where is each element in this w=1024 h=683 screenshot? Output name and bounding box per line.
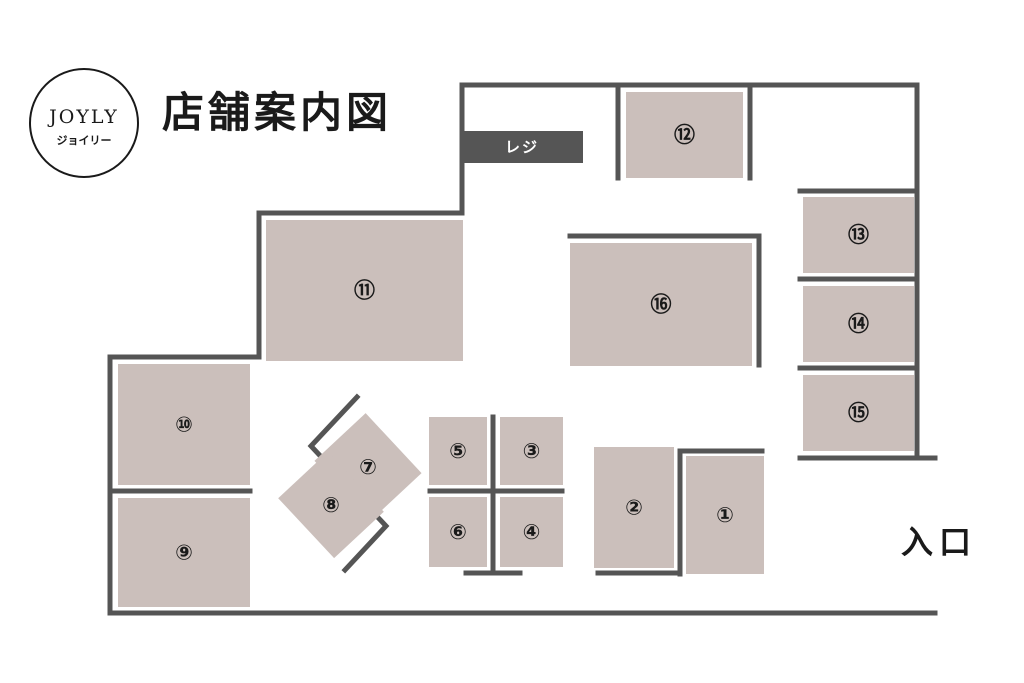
table-1-surface [686,456,764,574]
entrance-label: 入口 [901,523,978,561]
table-1: ① [686,456,764,574]
booth-1-2-wall [677,448,765,577]
table-5: ⑤ [429,417,487,485]
table-9: ⑨ [118,498,250,607]
table-8-surface [278,451,384,559]
table-6: ⑥ [429,497,487,567]
table-13-surface [803,197,914,273]
table-4-number: ④ [523,520,541,544]
booth-16-wall [567,233,762,368]
table-10-surface [118,364,250,485]
table-2-surface [594,447,674,568]
table-10: ⑩ [118,364,250,485]
table-16: ⑯ [570,243,752,366]
outer-wall [107,82,938,616]
table-2: ② [594,447,674,568]
table-16-surface [570,243,752,366]
table-3-surface [500,417,563,485]
table-11-surface [266,220,463,361]
table-9-surface [118,498,250,607]
table-7: ⑦ [314,413,422,521]
logo-katakana: ジョイリー [56,134,112,147]
table-3-number: ③ [523,439,541,463]
table-8: ⑧ [278,451,384,559]
table-4: ④ [500,497,563,567]
table-7-surface [314,413,422,521]
table-8-number: ⑧ [322,493,340,517]
logo-wordmark: JOYLY [49,106,119,128]
table-12-surface [626,92,743,178]
table-13: ⑬ [803,197,914,273]
table-3: ③ [500,417,563,485]
page-title: 店舗案内図 [162,88,393,137]
tables-group: ① ② ③ ④ ⑤ ⑥ ⑦⑧ ⑨ ⑩ ⑪ ⑫ ⑬ ⑭ ⑮ ⑯ [118,92,914,607]
table-15-surface [803,375,914,451]
table-6-number: ⑥ [449,520,467,544]
table-16-number: ⑯ [651,293,672,317]
table-6-surface [429,497,487,567]
table-12-number: ⑫ [674,123,695,147]
logo: JOYLY ジョイリー [29,68,139,178]
table-15-number: ⑮ [848,401,869,425]
table-1-number: ① [716,503,734,527]
table-14-number: ⑭ [848,312,869,336]
table-10-number: ⑩ [175,413,193,437]
table-14-surface [803,286,914,362]
table-12: ⑫ [626,92,743,178]
table-11-number: ⑪ [354,279,375,303]
table-14: ⑭ [803,286,914,362]
table-15: ⑮ [803,375,914,451]
table-5-surface [429,417,487,485]
register-counter [463,131,583,163]
table-4-surface [500,497,563,567]
table-2-number: ② [625,496,643,520]
table-9-number: ⑨ [175,541,193,565]
table-11: ⑪ [266,220,463,361]
table-13-number: ⑬ [848,223,869,247]
register-label: レジ [505,138,539,156]
table-5-number: ⑤ [449,439,467,463]
table-7-number: ⑦ [359,455,377,479]
